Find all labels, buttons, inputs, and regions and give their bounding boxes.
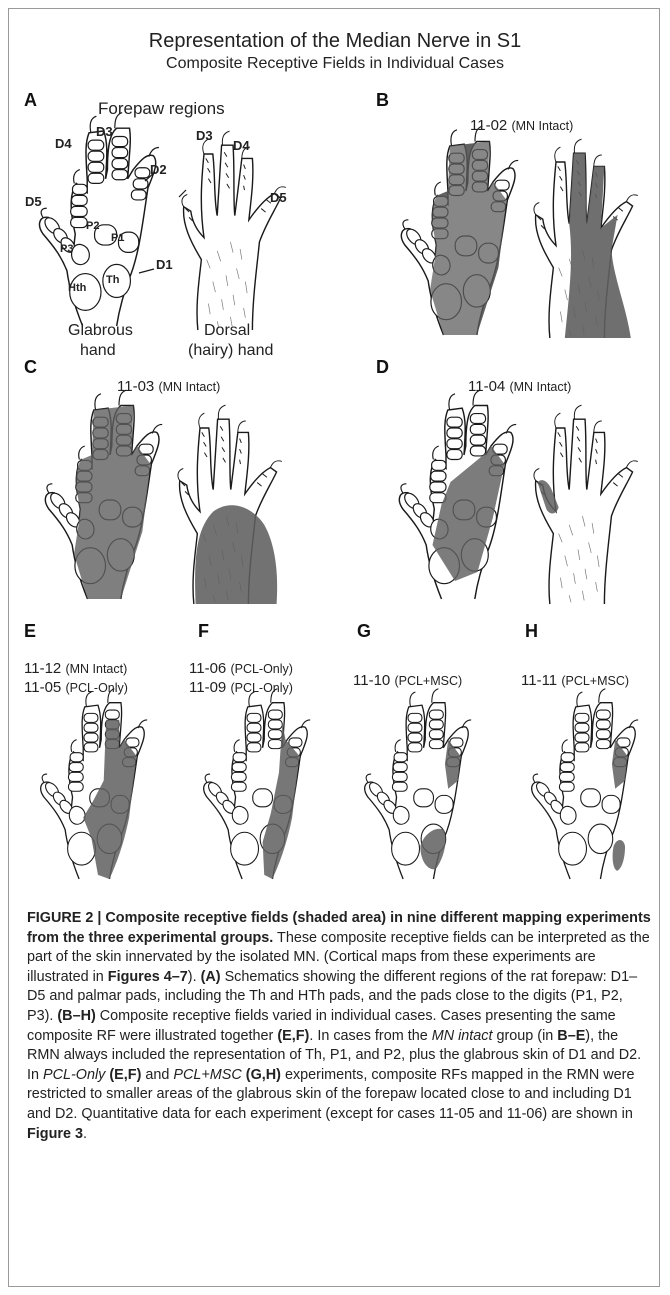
caption-s9i: PCL+MSC <box>173 1067 241 1083</box>
panel-label-c: C <box>24 357 37 378</box>
caption-s5: . In cases from the <box>309 1028 431 1044</box>
panel-label-h: H <box>525 621 538 642</box>
caption-s12: . <box>83 1126 87 1142</box>
panel-c-drawing <box>30 392 330 612</box>
figure-subtitle: Composite Receptive Fields in Individual… <box>0 55 670 73</box>
caption-s6b: B–E <box>557 1028 585 1044</box>
case-h: 11-11 (PCL+MSC) <box>521 672 629 689</box>
figure-title: Representation of the Median Nerve in S1 <box>0 30 670 53</box>
label-p3: P3 <box>60 243 73 255</box>
label-p1: P1 <box>111 232 124 244</box>
case-h-group: (PCL+MSC) <box>561 674 629 688</box>
panel-label-a: A <box>24 90 37 111</box>
case-h-id: 11-11 <box>521 672 557 689</box>
caption-s3b: (B–H) <box>57 1008 95 1024</box>
case-g-id: 11-10 <box>353 672 390 689</box>
caption-s2b: (A) <box>201 969 221 985</box>
label-d3-glabrous: D3 <box>96 124 113 139</box>
label-d4-dorsal: D4 <box>233 138 250 153</box>
case-e2-group: (PCL-Only) <box>65 681 128 695</box>
case-e-group: (MN Intact) <box>65 662 127 676</box>
panel-label-e: E <box>24 621 36 642</box>
label-d1: D1 <box>156 257 173 272</box>
caption-s1b: Figures 4–7 <box>108 969 188 985</box>
caption-s8b: (E,F) <box>109 1067 141 1083</box>
label-d4-glabrous: D4 <box>55 136 72 151</box>
case-e-2: 11-05 (PCL-Only) <box>24 679 128 696</box>
label-d3-dorsal: D3 <box>196 128 213 143</box>
case-g-group: (PCL+MSC) <box>394 674 462 688</box>
panel-b-drawing <box>384 126 664 346</box>
panel-e-drawing <box>34 702 184 897</box>
label-d5-dorsal: D5 <box>270 190 287 205</box>
case-e2-id: 11-05 <box>24 679 61 696</box>
panel-label-g: G <box>357 621 371 642</box>
panel-label-b: B <box>376 90 389 111</box>
case-f2-id: 11-09 <box>189 679 226 696</box>
caption-s7i: PCL-Only <box>43 1067 105 1083</box>
label-glabrous-1: Glabrous <box>68 322 133 340</box>
label-p2: P2 <box>86 220 99 232</box>
case-f-1: 11-06 (PCL-Only) <box>189 660 293 677</box>
case-e-id: 11-12 <box>24 660 61 677</box>
label-dorsal-2: (hairy) hand <box>188 342 273 360</box>
caption-s11b: Figure 3 <box>27 1126 83 1142</box>
panel-f-drawing <box>197 702 347 897</box>
label-dorsal-1: Dorsal <box>204 322 250 340</box>
label-d5-glabrous: D5 <box>25 194 42 209</box>
caption-s5i: MN intact <box>432 1028 493 1044</box>
caption-s4b: (E,F) <box>277 1028 309 1044</box>
panel-d-drawing <box>384 392 664 612</box>
caption-s6: group (in <box>493 1028 558 1044</box>
caption-s9: and <box>141 1067 173 1083</box>
label-d2: D2 <box>150 162 167 177</box>
panel-label-f: F <box>198 621 209 642</box>
panel-g-drawing <box>358 702 508 897</box>
case-f-group: (PCL-Only) <box>230 662 293 676</box>
case-f2-group: (PCL-Only) <box>230 681 293 695</box>
figure-caption: FIGURE 2 | Composite receptive fields (s… <box>27 909 652 1144</box>
case-f-id: 11-06 <box>189 660 226 677</box>
label-glabrous-2: hand <box>80 342 116 360</box>
caption-s2: ). <box>188 969 201 985</box>
label-th: Th <box>106 274 119 286</box>
case-g: 11-10 (PCL+MSC) <box>353 672 462 689</box>
panel-h-drawing <box>525 702 670 897</box>
case-e-1: 11-12 (MN Intact) <box>24 660 127 677</box>
case-f-2: 11-09 (PCL-Only) <box>189 679 293 696</box>
label-hth: Hth <box>68 282 86 294</box>
panel-label-d: D <box>376 357 389 378</box>
caption-s10b: (G,H) <box>246 1067 281 1083</box>
